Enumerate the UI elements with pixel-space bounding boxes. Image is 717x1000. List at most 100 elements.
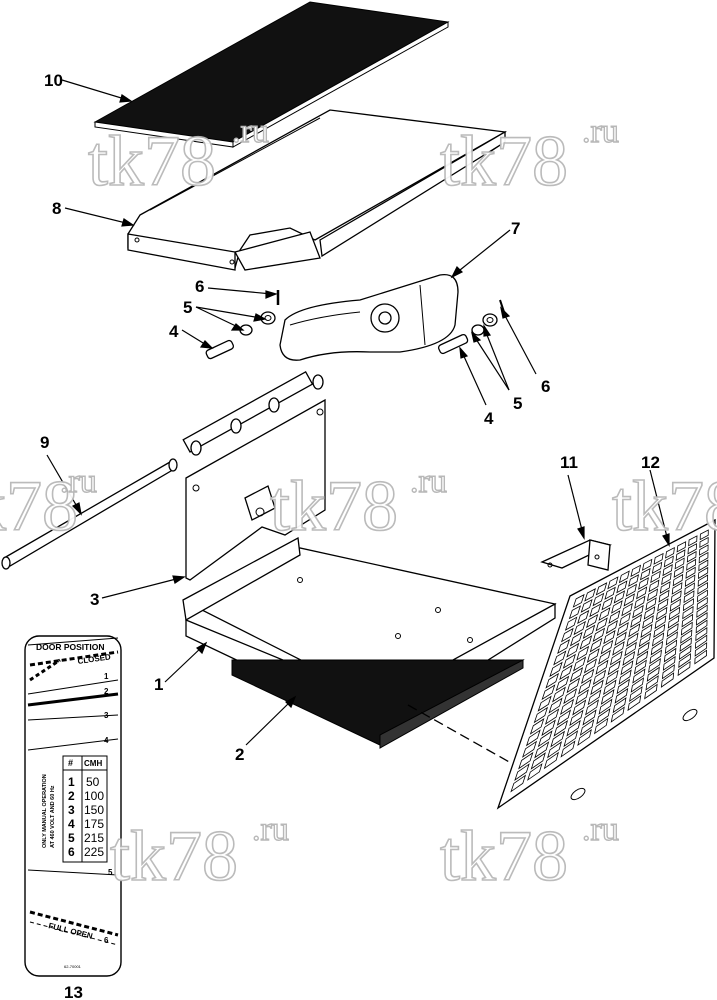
grille-cell xyxy=(650,570,661,584)
grille-cell xyxy=(527,763,543,781)
grille-cell xyxy=(674,557,685,570)
decal-table-header-cmh: CMH xyxy=(84,759,102,768)
grille-cell xyxy=(658,589,670,603)
grille-cell xyxy=(614,687,629,704)
grille-cell xyxy=(646,588,659,602)
grille-cell xyxy=(648,658,661,674)
grille-cell xyxy=(586,613,599,629)
grille-cell xyxy=(557,639,571,654)
grille-cell xyxy=(632,604,644,619)
grille-cell xyxy=(569,709,584,727)
grille-cell xyxy=(679,637,692,652)
callout-9: 9 xyxy=(40,433,49,452)
leader-lines xyxy=(46,79,670,746)
grille-cell xyxy=(583,658,597,674)
grille-cell xyxy=(612,697,627,714)
grille-cell xyxy=(643,606,656,620)
grille-cell xyxy=(638,632,652,648)
grille-cell xyxy=(688,535,698,547)
callout-7: 7 xyxy=(511,219,520,238)
grille-cell xyxy=(613,590,626,604)
grille-cell xyxy=(686,550,697,563)
grille-cell xyxy=(518,751,534,770)
grille-cell xyxy=(680,629,693,644)
grille-cell xyxy=(577,729,592,747)
grille-cell xyxy=(529,718,545,735)
watermarks: tk78 .ru tk78 .ru tk78 .ru tk78 .ru tk78… xyxy=(0,112,717,897)
grille-cell xyxy=(573,656,587,672)
grille-cell xyxy=(641,558,653,571)
alignment-line xyxy=(407,704,521,769)
grille-cell xyxy=(572,593,585,608)
grille-cell xyxy=(530,752,546,770)
grille-cell xyxy=(582,624,596,639)
grille-cell xyxy=(600,688,615,705)
grille-cell xyxy=(698,551,709,564)
grille-cell xyxy=(614,631,627,646)
watermark-main-6: tk78 xyxy=(110,816,238,896)
grille-cell xyxy=(560,698,575,715)
grille-cell xyxy=(603,679,617,696)
grille-cell xyxy=(685,566,696,579)
grille-cell xyxy=(630,677,645,693)
grille-cell xyxy=(534,741,550,759)
grille-cell xyxy=(659,581,671,594)
callout-11: 11 xyxy=(560,453,578,472)
grille-cell xyxy=(684,574,696,587)
grille-cell xyxy=(553,719,569,737)
grille-cell xyxy=(653,623,666,638)
grille-cell xyxy=(545,672,560,689)
decal-mark-3: 3 xyxy=(104,711,109,720)
grille-cell xyxy=(556,709,572,726)
grille-cell xyxy=(678,653,691,669)
decal-note-line2: AT 460 VOLT AND 60 Hz xyxy=(50,785,56,848)
grille-cell xyxy=(651,561,663,574)
part-3-hinged-door xyxy=(182,370,326,581)
grille-cell xyxy=(559,664,573,681)
grille-cell xyxy=(681,613,694,628)
grille-cell xyxy=(699,529,709,541)
grille-cell xyxy=(566,642,580,658)
decal-mark-6: 6 xyxy=(104,936,109,945)
grille-cell xyxy=(640,567,651,581)
grille-cell xyxy=(687,543,698,555)
grille-cell xyxy=(607,576,619,590)
grille-cell xyxy=(601,596,614,611)
grille-cell xyxy=(648,579,660,593)
callout-12: 12 xyxy=(641,453,660,472)
grille-cell xyxy=(610,706,625,723)
grille-cell xyxy=(699,544,709,556)
grille-cell xyxy=(696,604,708,618)
grille-cell xyxy=(697,589,708,603)
grille-cell xyxy=(555,675,570,692)
grille-cell xyxy=(541,684,556,701)
grille-cell xyxy=(592,592,605,607)
decal-table-header-num: # xyxy=(68,758,73,768)
grille-cell xyxy=(686,558,697,571)
decal-note-line1: ONLY MANUAL OPERATION xyxy=(42,774,48,848)
grille-cell xyxy=(646,666,660,682)
callout-4-left: 4 xyxy=(169,322,179,341)
decal-row-2-cmh: 100 xyxy=(84,789,104,803)
grille-cell xyxy=(645,597,657,611)
grille-cell xyxy=(537,730,553,748)
grille-cell xyxy=(619,612,631,627)
grille-cell xyxy=(697,574,709,587)
decal-title: DOOR POSITION xyxy=(36,642,104,652)
grille-cell xyxy=(600,639,614,655)
grille-cell xyxy=(552,686,566,703)
grille-cell xyxy=(698,559,709,572)
grille-cell xyxy=(662,655,676,671)
fasteners-left xyxy=(205,290,280,360)
grille-cell xyxy=(668,606,681,621)
grille-cell xyxy=(514,763,530,781)
grille-cell xyxy=(563,688,578,705)
grille-cell xyxy=(634,595,646,609)
grille-cell xyxy=(682,598,694,612)
grille-cell xyxy=(544,708,560,725)
grille-cell xyxy=(672,573,684,587)
grille-cell xyxy=(628,574,640,587)
watermark-suffix-2: .ru xyxy=(582,113,619,150)
watermark-main-1: tk78 xyxy=(88,121,216,201)
